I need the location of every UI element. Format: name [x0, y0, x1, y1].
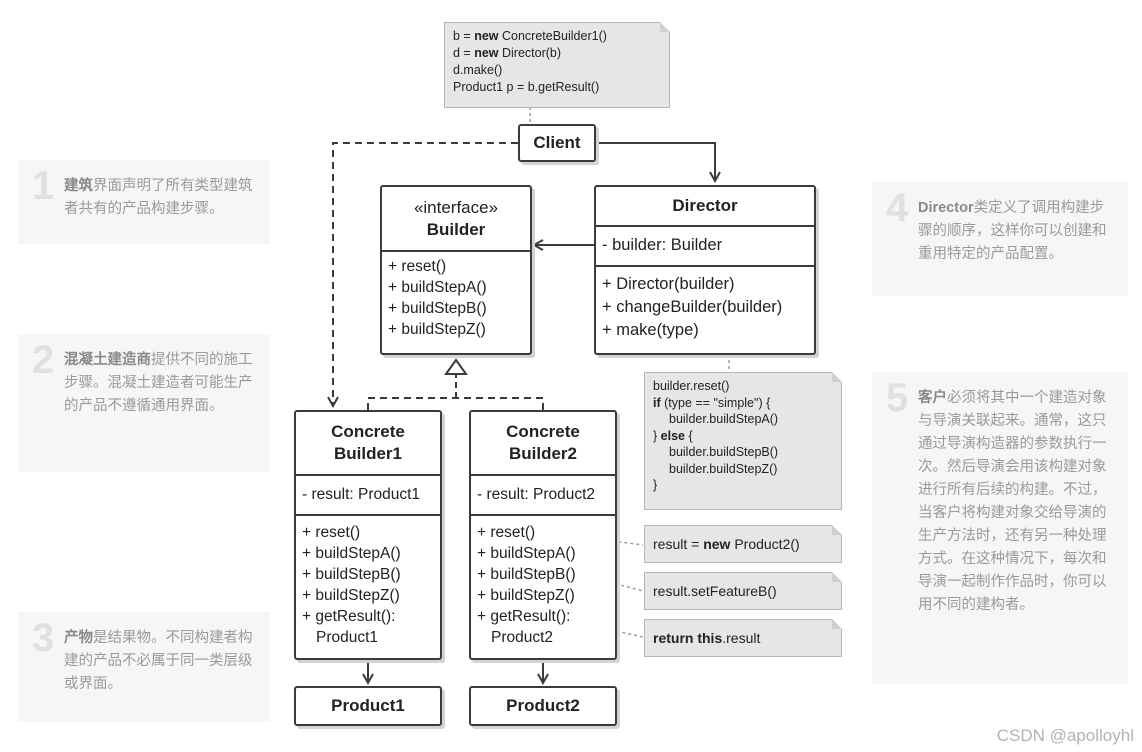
explanation-panel-1: 1 建筑界面声明了所有类型建筑者共有的产品构建步骤。: [18, 160, 270, 244]
note-line: builder.buildStepZ(): [669, 461, 778, 476]
note-line: if (type == "simple") {: [653, 395, 771, 410]
note-line: b = new ConcreteBuilder1(): [453, 29, 607, 43]
director-box: Director - builder: Builder + Director(b…: [594, 185, 816, 355]
panel-text: 界面声明了所有类型建筑者共有的产品构建步骤。: [64, 178, 253, 217]
panel-number: 3: [32, 616, 55, 660]
client-code-note: b = new ConcreteBuilder1() d = new Direc…: [444, 22, 670, 108]
explanation-panel-5: 5 客户必须将其中一个建造对象与导演关联起来。通常，这只通过导演构造器的参数执行…: [872, 372, 1128, 684]
watermark: CSDN @apolloyhl: [996, 726, 1134, 745]
concrete-builder1-box: Concrete Builder1 - result: Product1 + r…: [294, 410, 442, 660]
set-feature-note: result.setFeatureB(): [644, 572, 842, 610]
builder-method: + buildStepA(): [388, 279, 487, 296]
panel-number: 4: [886, 186, 909, 230]
client-director-arrow: [595, 142, 715, 181]
cb1-method: + buildStepA(): [302, 545, 401, 562]
cb1-method: + buildStepZ(): [302, 587, 400, 604]
cb1-method: Product1: [316, 629, 379, 646]
note-line: d = new Director(b): [453, 46, 562, 60]
explanation-panel-4: 4 Director类定义了调用构建步骤的顺序，这样你可以创建和重用特定的产品配…: [872, 182, 1128, 296]
cb2-method: + buildStepB(): [477, 566, 576, 583]
realization-triangle: [444, 358, 468, 375]
builder-name: Builder: [426, 219, 486, 239]
panel-bold-term: Director: [918, 200, 974, 216]
cb1-method: + reset(): [302, 524, 361, 541]
panel-text: 提供不同的施工步骤。混凝土建造者可能生产的产品不遵循通用界面。: [64, 352, 253, 414]
panel-number: 1: [32, 164, 55, 208]
explanation-panel-2: 2 混凝土建造商提供不同的施工步骤。混凝土建造者可能生产的产品不遵循通用界面。: [18, 334, 270, 472]
director-method: + changeBuilder(builder): [602, 298, 783, 316]
cb2-name-line2: Builder2: [508, 444, 578, 463]
cb2-method: Product2: [491, 629, 554, 646]
director-method: + make(type): [602, 321, 699, 339]
explanation-panel-3: 3 产物是结果物。不同构建者构建的产品不必属于同一类层级或界面。: [18, 612, 270, 722]
panel-number: 2: [32, 338, 55, 382]
note-line: d.make(): [453, 63, 503, 77]
cb2-method: + getResult():: [477, 608, 571, 625]
return-note: return this.result: [644, 619, 842, 657]
panel-text: 是结果物。不同构建者构建的产品不必属于同一类层级或界面。: [64, 630, 253, 692]
reset-note: result = new Product2(): [644, 525, 842, 563]
product2-label: Product2: [506, 696, 580, 715]
cb2-name-line1: Concrete: [506, 422, 580, 441]
cb2-method: + buildStepZ(): [477, 587, 575, 604]
builder-stereotype: «interface»: [413, 197, 499, 217]
note-line: builder.reset(): [653, 379, 730, 393]
panel-bold-term: 混凝土建造商: [64, 352, 151, 368]
panel-bold-term: 客户: [918, 390, 947, 406]
director-field: - builder: Builder: [602, 236, 723, 254]
note-line: builder.buildStepB(): [669, 445, 779, 459]
product1-box: Product1: [294, 686, 442, 726]
director-method: + Director(builder): [602, 275, 735, 293]
cb1-method: + getResult():: [302, 608, 396, 625]
product1-label: Product1: [331, 696, 405, 715]
cb2-field: - result: Product2: [477, 486, 596, 503]
cb1-method: + buildStepB(): [302, 566, 401, 583]
panel-text: 类定义了调用构建步骤的顺序，这样你可以创建和重用特定的产品配置。: [918, 200, 1107, 262]
panel-text: 必须将其中一个建造对象与导演关联起来。通常，这只通过导演构造器的参数执行一次。然…: [918, 390, 1107, 613]
make-code-note: builder.reset() if (type == "simple") { …: [644, 372, 842, 510]
note-line: } else {: [653, 428, 693, 443]
note-line: }: [653, 478, 658, 492]
product2-box: Product2: [469, 686, 617, 726]
panel-number: 5: [886, 376, 909, 420]
concrete-builder2-box: Concrete Builder2 - result: Product2 + r…: [469, 410, 617, 660]
panel-bold-term: 产物: [64, 630, 93, 646]
panel-bold-term: 建筑: [64, 178, 93, 194]
client-cb1-arrow: [333, 142, 518, 406]
client-box: Client: [518, 124, 596, 162]
cb2-method: + buildStepA(): [477, 545, 576, 562]
cb1-name-line2: Builder1: [333, 444, 403, 463]
cb1-name-line1: Concrete: [331, 422, 405, 441]
cb1-field: - result: Product1: [302, 486, 421, 503]
builder-method: + buildStepB(): [388, 300, 487, 317]
builder-interface-box: «interface» Builder + reset() + buildSte…: [380, 185, 532, 355]
director-name: Director: [672, 196, 738, 215]
note-line: Product1 p = b.getResult(): [453, 80, 600, 94]
cb2-method: + reset(): [477, 524, 536, 541]
builder-method: + reset(): [388, 258, 447, 275]
note-line: builder.buildStepA(): [669, 412, 779, 426]
client-label: Client: [533, 133, 581, 152]
builder-method: + buildStepZ(): [388, 321, 486, 338]
